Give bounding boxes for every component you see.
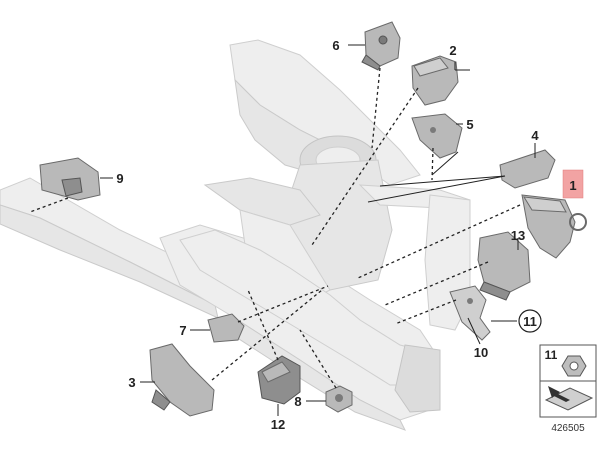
callout-4: 4 <box>531 128 539 143</box>
hex-nut-icon <box>561 355 587 377</box>
document-number: 426505 <box>551 423 585 434</box>
part-10-bracket <box>449 285 491 341</box>
callout-9: 9 <box>116 171 123 186</box>
callout-7: 7 <box>179 323 186 338</box>
callout-6: 6 <box>332 38 339 53</box>
lower-rail-side <box>221 314 407 431</box>
lower-beam-end <box>394 344 441 413</box>
legend-box: 11 <box>539 344 597 418</box>
solid-pointers <box>367 151 506 203</box>
dashed-pointers <box>29 67 521 389</box>
part-4-bracket <box>499 149 556 189</box>
callout-1-highlight <box>562 169 584 199</box>
callout-leaders <box>100 44 536 416</box>
part-2-bracket <box>411 55 459 106</box>
body-shell <box>0 39 471 431</box>
part-1-bracket <box>521 194 587 259</box>
callout-13: 13 <box>511 228 525 243</box>
part-6-mount-bracket <box>361 21 401 71</box>
callout-12: 12 <box>271 417 285 432</box>
part-9-bracket <box>39 157 101 201</box>
legend-item-number: 11 <box>545 348 558 362</box>
callout-5: 5 <box>466 117 473 132</box>
flat-bracket-arrow-icon <box>544 386 594 411</box>
part-12-bracket <box>257 355 301 405</box>
callout-11-circle <box>518 309 542 333</box>
callout-8: 8 <box>294 394 301 409</box>
callout-11: 11 <box>523 314 537 329</box>
callout-10: 10 <box>474 345 488 360</box>
part-5-plate <box>411 113 463 159</box>
callouts: 6 2 5 4 1 9 13 7 11 10 3 8 12 <box>116 38 584 432</box>
part-7-clip <box>207 313 245 343</box>
callout-1: 1 <box>569 178 576 193</box>
callout-2: 2 <box>449 43 456 58</box>
part-3-bracket <box>149 343 215 417</box>
part-8-nut <box>325 385 353 413</box>
callout-3: 3 <box>128 375 135 390</box>
part-13-mount <box>477 231 531 301</box>
